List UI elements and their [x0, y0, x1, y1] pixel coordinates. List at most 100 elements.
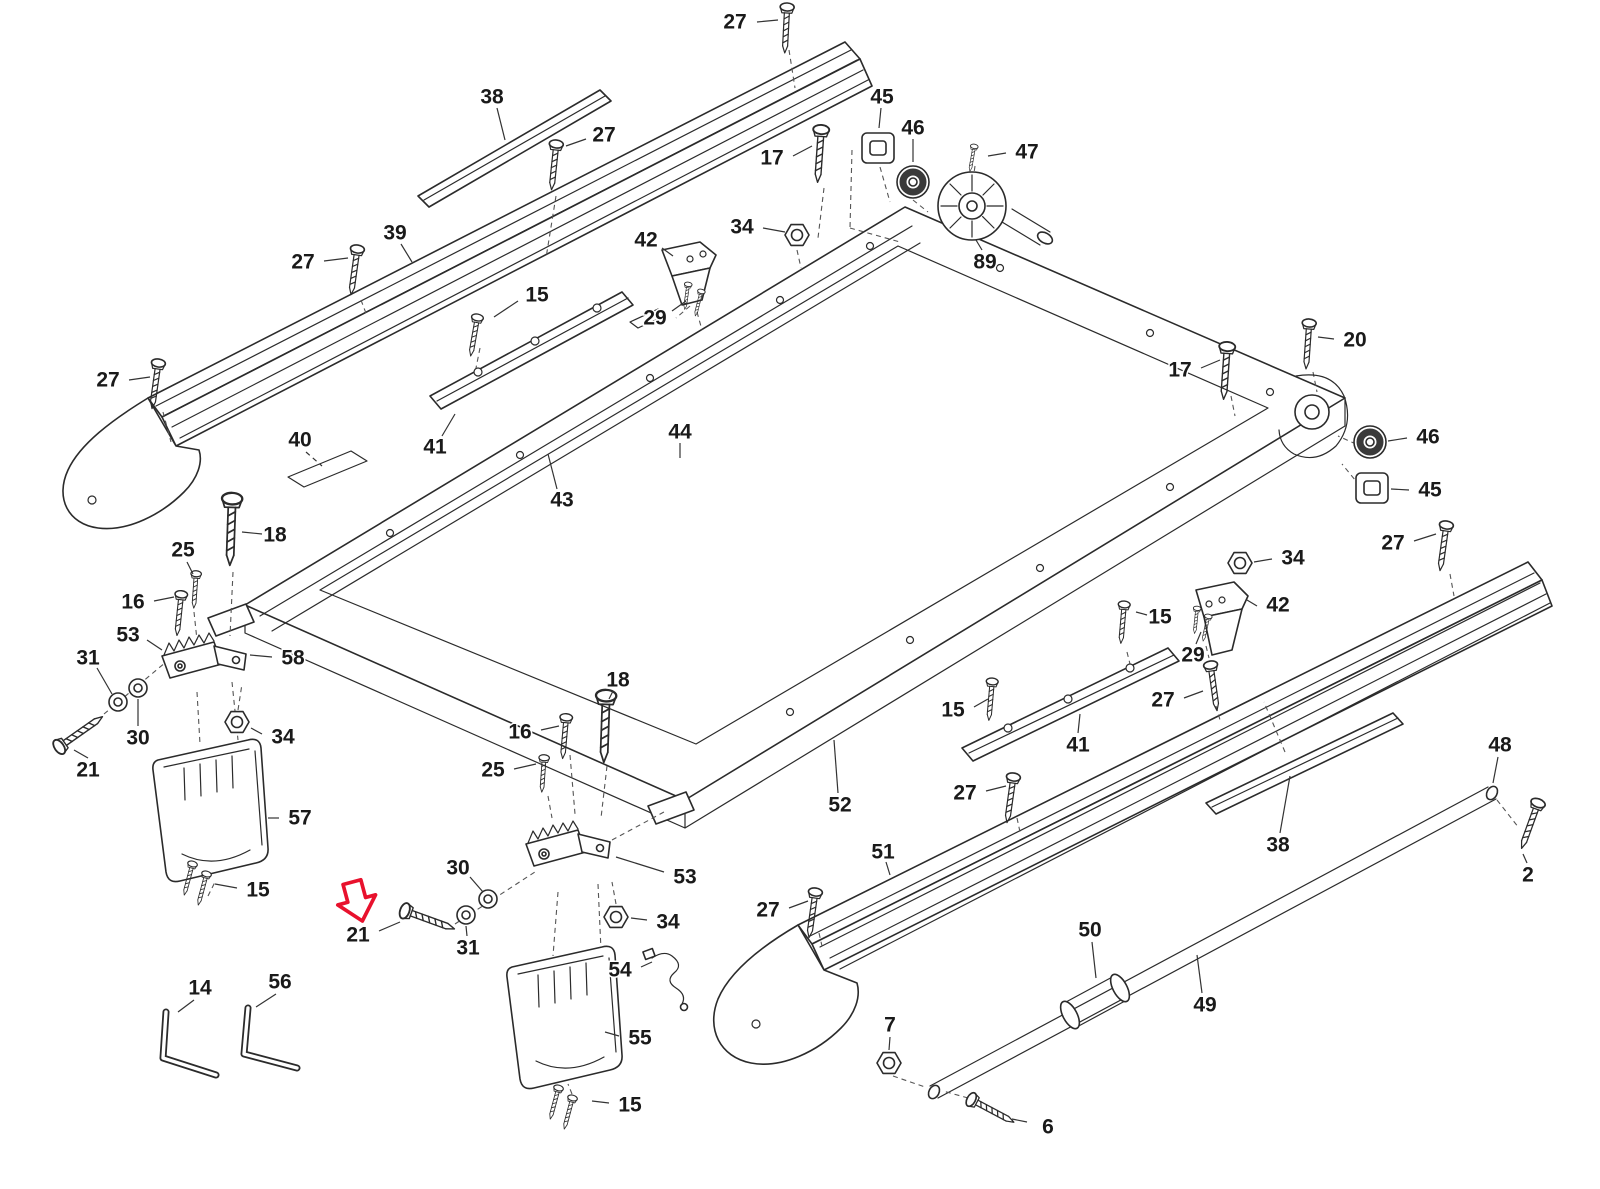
part-25-screw: [535, 753, 551, 794]
leader-line-part-56: [255, 993, 277, 1008]
wire-54: [642, 947, 689, 1012]
part-34-nut: [1227, 551, 1253, 575]
corner-bracket-42-top: [661, 241, 717, 306]
part-6-bolt: [963, 1090, 1019, 1130]
part-label-15: 15: [941, 699, 965, 722]
part-25-screw: [187, 569, 203, 610]
part-21-bolt: [396, 900, 459, 938]
part-label-46: 46: [901, 117, 924, 140]
part-label-20: 20: [1343, 329, 1366, 352]
part-label-21: 21: [346, 924, 370, 947]
leader-line-part-49: [1196, 954, 1203, 994]
leader-line-part-58: [249, 654, 273, 658]
part-label-34: 34: [730, 216, 754, 239]
leader-line-part-16: [153, 596, 175, 602]
part-label-17: 17: [760, 147, 783, 170]
handle-bracket-41-bottom: [961, 647, 1180, 762]
part-label-27: 27: [291, 251, 314, 274]
allen-wrench-14: [159, 1008, 220, 1079]
leader-line-part-30: [469, 876, 484, 893]
part-label-50: 50: [1078, 919, 1101, 942]
part-label-38: 38: [480, 86, 504, 109]
leader-line-part-15: [214, 883, 238, 889]
leader-line-part-27: [1413, 533, 1437, 542]
part-label-45: 45: [1418, 479, 1442, 502]
part-label-34: 34: [1281, 547, 1305, 570]
rod-end-48: [1485, 785, 1499, 801]
grip-strip-38-top: [417, 89, 612, 208]
part-label-27: 27: [756, 899, 779, 922]
leader-line-part-42: [661, 247, 674, 257]
part-label-42: 42: [634, 229, 657, 252]
leader-line-part-15: [591, 1100, 610, 1104]
leader-line-part-54: [640, 961, 653, 968]
leader-line-part-17: [1200, 359, 1221, 369]
leader-line-part-45: [1390, 488, 1410, 491]
handle-bracket-41-top: [429, 291, 634, 410]
leader-line-part-6: [1011, 1118, 1028, 1123]
part-label-2: 2: [1522, 864, 1534, 887]
part-27-screw: [543, 138, 565, 192]
side-rail-51: [713, 561, 1553, 1065]
leader-line-part-21: [378, 921, 401, 932]
grip-strip-38-bottom: [1205, 712, 1404, 815]
part-label-40: 40: [288, 429, 311, 452]
part-label-39: 39: [383, 222, 406, 245]
part-27-screw: [776, 1, 796, 55]
leader-line-part-55: [604, 1031, 620, 1037]
leader-line-part-42: [1246, 599, 1258, 607]
frame-end-plate-front: [647, 791, 695, 825]
walking-belt-44: [319, 245, 1269, 745]
part-label-89: 89: [973, 251, 996, 274]
leader-line-part-16: [540, 725, 560, 731]
part-47-screw: [965, 143, 979, 173]
leader-line-part-18: [608, 690, 614, 700]
leader-line-part-25: [186, 561, 194, 575]
part-31-washer: [456, 905, 476, 925]
leader-line-part-46: [1387, 437, 1408, 442]
leader-line-part-45: [878, 107, 882, 129]
part-34-nut: [784, 223, 810, 247]
part-7-nut: [876, 1051, 902, 1075]
leader-line-part-41: [441, 413, 456, 437]
part-label-29: 29: [1181, 644, 1204, 667]
part-label-44: 44: [668, 421, 692, 444]
part-label-41: 41: [1066, 734, 1090, 757]
part-label-27: 27: [953, 782, 976, 805]
leader-line-part-89: [975, 239, 983, 251]
part-45-grommet: [1355, 472, 1389, 504]
part-labels-layer: 2738274546471734423927152989272017464540…: [73, 9, 1535, 1140]
part-label-27: 27: [592, 124, 615, 147]
part-29-screw: [1190, 605, 1202, 635]
leader-line-part-15: [973, 698, 989, 708]
part-2-bolt: [1513, 795, 1548, 852]
corner-bracket-42-bottom: [1195, 581, 1249, 656]
part-15-screw: [558, 1093, 579, 1131]
part-30-washer: [478, 889, 498, 909]
leader-line-part-39: [400, 243, 413, 263]
leader-line-part-15: [1135, 611, 1148, 616]
allen-wrench-56: [240, 1004, 301, 1072]
leader-line-part-34: [762, 227, 786, 233]
part-label-25: 25: [171, 539, 195, 562]
front-roller-89: [937, 171, 1054, 246]
leader-line-part-52: [833, 739, 839, 794]
leader-line-part-27: [128, 376, 151, 381]
part-label-15: 15: [1148, 606, 1172, 629]
leader-line-part-21: [73, 749, 89, 759]
part-label-51: 51: [871, 841, 895, 864]
leader-line-part-27: [1183, 690, 1204, 699]
part-15-screw: [1114, 599, 1132, 645]
deck-assembly: [207, 206, 1346, 829]
wheel-cup-57: [152, 738, 269, 883]
part-27-screw: [1432, 519, 1455, 573]
leader-line-part-48: [1492, 756, 1499, 784]
leader-line-part-51: [885, 861, 891, 876]
part-label-7: 7: [884, 1014, 896, 1037]
side-rail-39: [62, 41, 873, 530]
part-label-57: 57: [288, 807, 311, 830]
leader-line-part-27: [756, 19, 779, 23]
leader-line-part-20: [1317, 336, 1335, 340]
part-46-grommet: [897, 166, 929, 198]
